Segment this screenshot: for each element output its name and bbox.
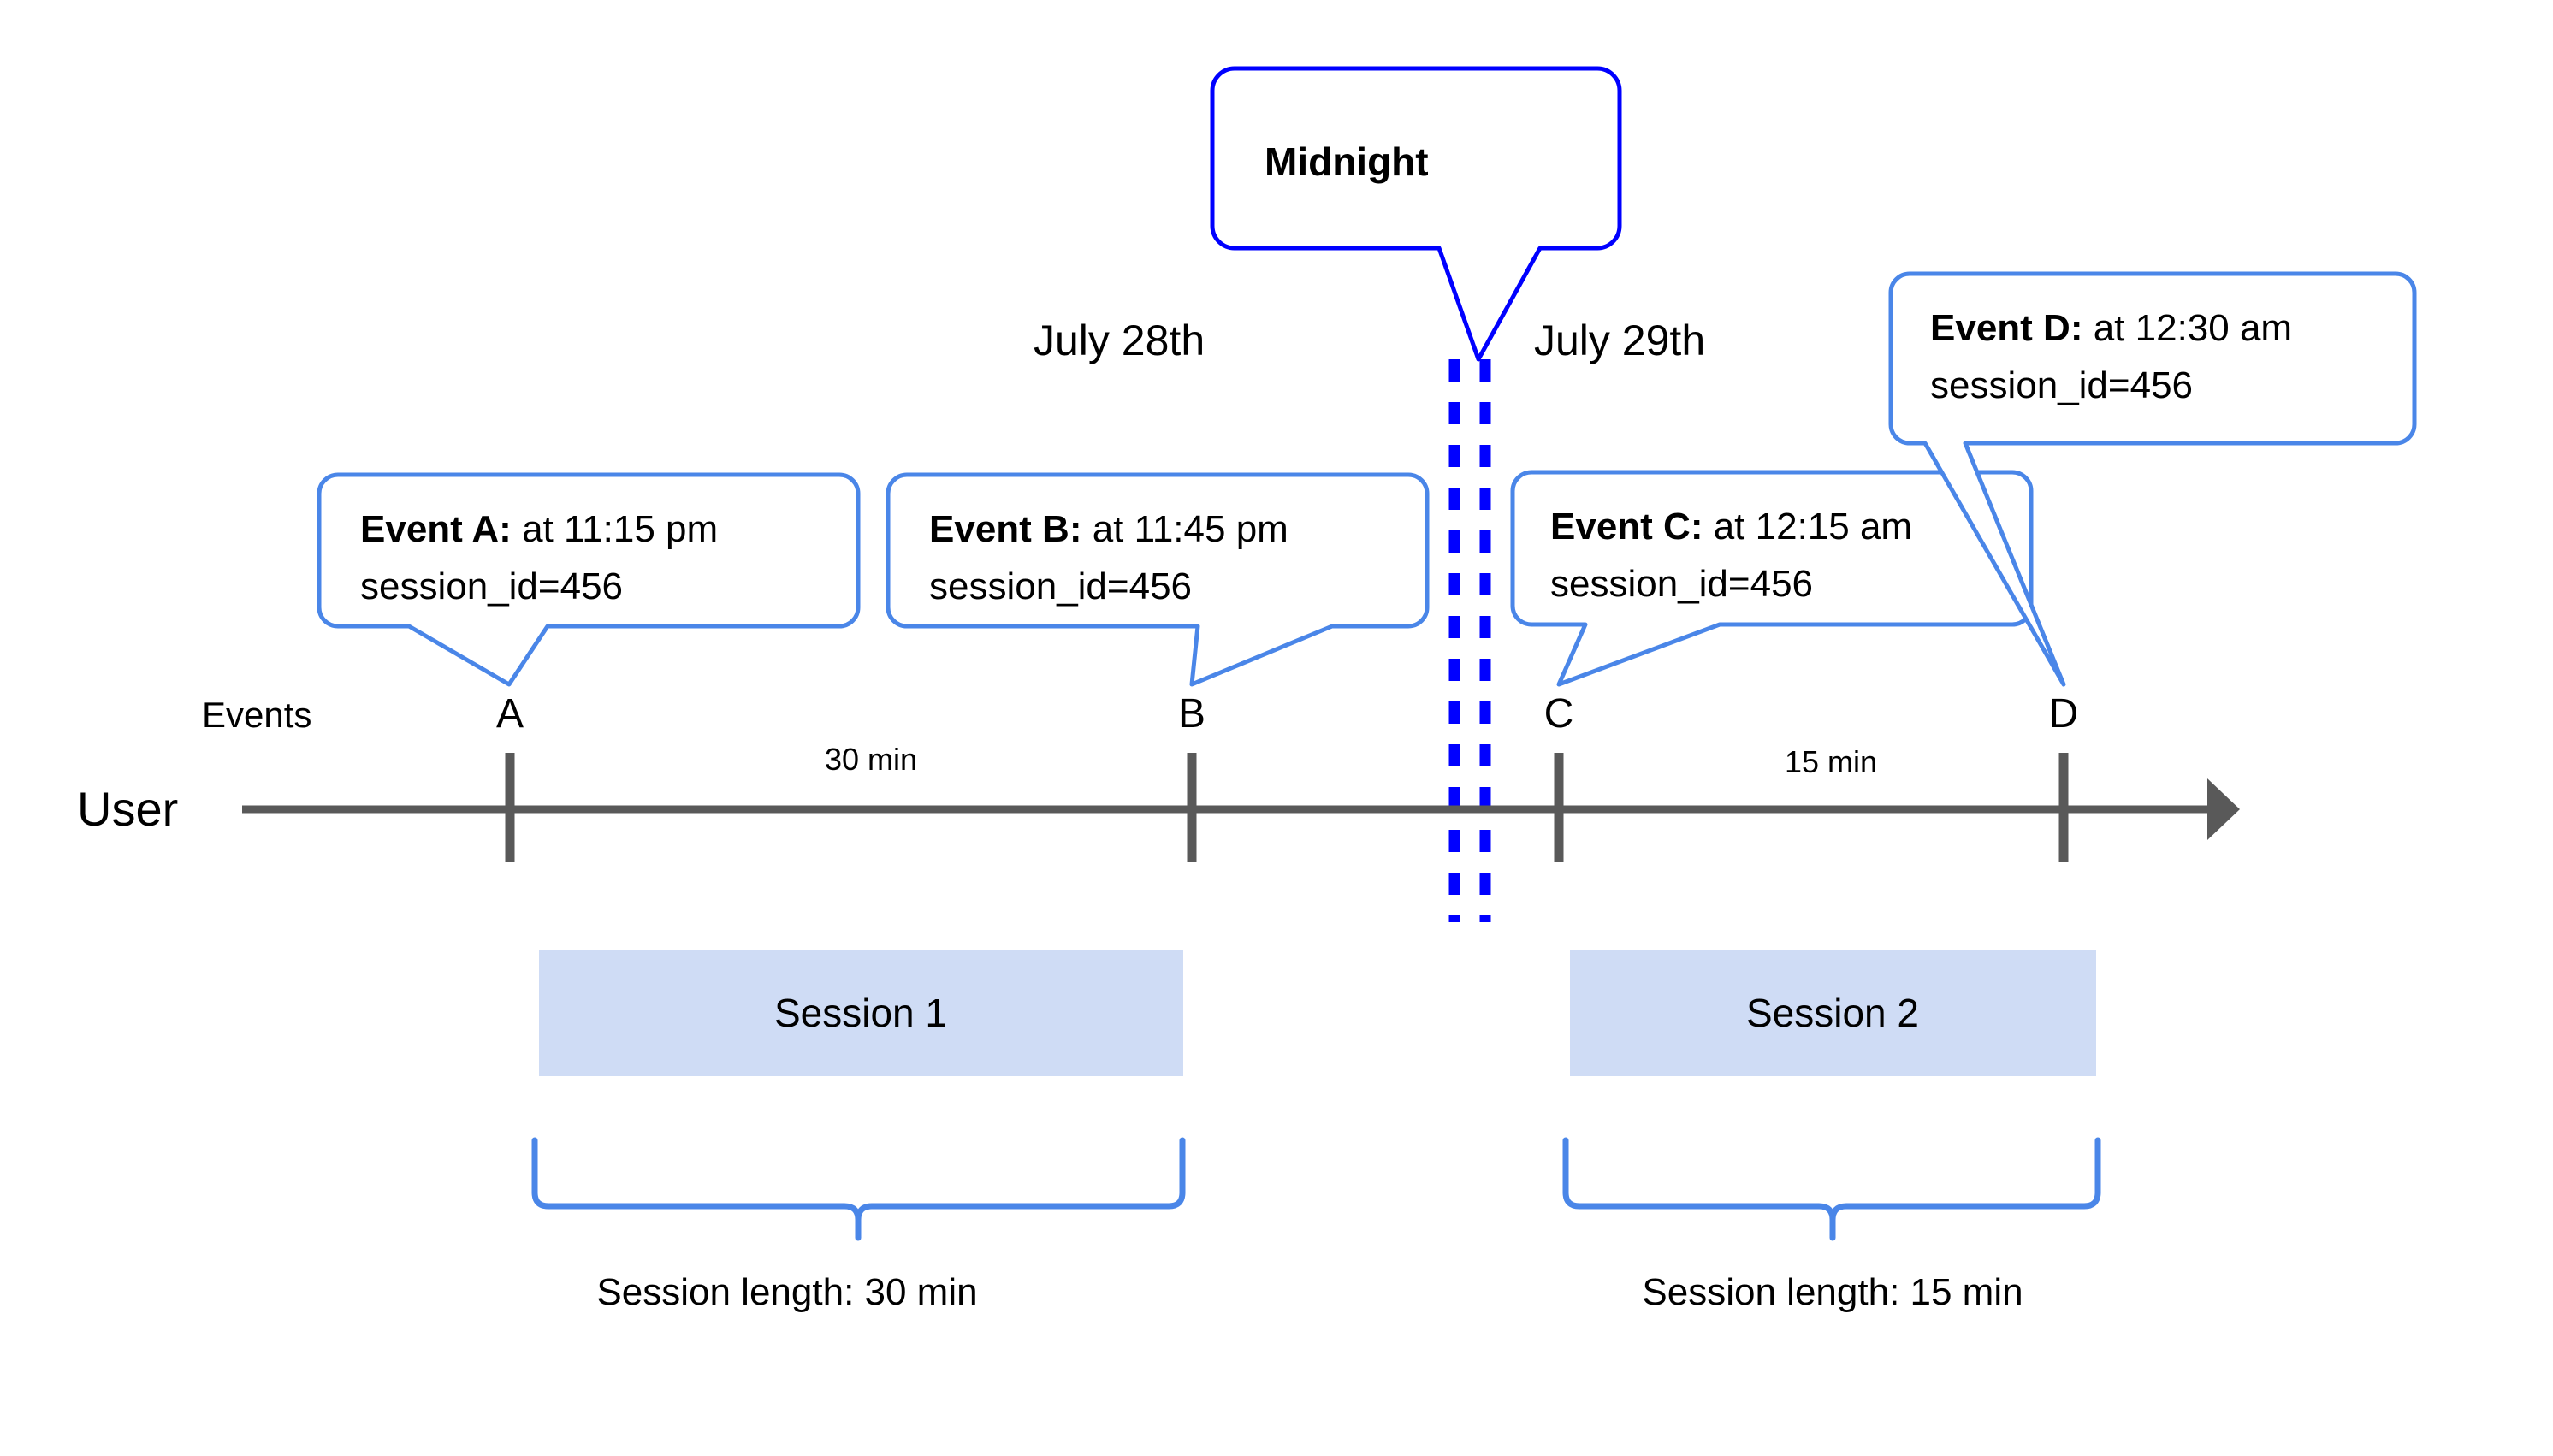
- tick-label-c: C: [1544, 691, 1574, 737]
- date-label-july-29: July 29th: [1534, 317, 1705, 364]
- event-d-title: Event D:: [1930, 307, 2082, 349]
- row-label-events: Events: [202, 695, 311, 735]
- event-a-callout-line2: session_id=456: [360, 565, 623, 607]
- session-2-length-label: Session length: 15 min: [1642, 1271, 2023, 1313]
- event-d-callout-line1: Event D: at 12:30 am: [1930, 307, 2292, 349]
- event-a-callout-shape: [317, 472, 861, 687]
- event-d-callout-shape: [1888, 271, 2417, 687]
- tick-label-b: B: [1178, 691, 1205, 737]
- session-1-length-label: Session length: 30 min: [596, 1271, 977, 1313]
- tick-label-d: D: [2049, 691, 2079, 737]
- tick-label-a: A: [496, 691, 524, 737]
- event-c-title: Event C:: [1550, 506, 1703, 547]
- session-1-box: [539, 950, 1183, 1076]
- session-1-brace: [531, 1137, 1186, 1241]
- session-1-label: Session 1: [774, 991, 947, 1035]
- event-b-title: Event B:: [929, 508, 1081, 550]
- duration-label-30min: 30 min: [825, 742, 917, 777]
- event-b-detail: at 11:45 pm: [1081, 508, 1288, 550]
- timeline-arrowhead: [2207, 778, 2240, 840]
- event-d-callout-line2: session_id=456: [1930, 364, 2193, 406]
- session-2-box: [1570, 950, 2096, 1076]
- event-b-callout-line1: Event B: at 11:45 pm: [929, 508, 1288, 550]
- event-a-title: Event A:: [360, 508, 512, 550]
- duration-label-15min: 15 min: [1785, 744, 1877, 779]
- session-2-brace: [1562, 1137, 2101, 1241]
- session-2-label: Session 2: [1746, 991, 1919, 1035]
- row-label-user: User: [77, 782, 178, 836]
- date-label-july-28: July 28th: [1034, 317, 1205, 364]
- event-a-detail: at 11:15 pm: [512, 508, 718, 550]
- midnight-dashed-lines: [1448, 359, 1491, 922]
- midnight-label: Midnight: [1265, 139, 1429, 184]
- event-c-callout-line2: session_id=456: [1550, 563, 1813, 605]
- event-b-callout-line2: session_id=456: [929, 565, 1192, 607]
- event-c-detail: at 12:15 am: [1703, 506, 1912, 547]
- timeline-axis: [242, 778, 2240, 840]
- event-a-callout-line1: Event A: at 11:15 pm: [360, 508, 718, 550]
- event-c-callout-line1: Event C: at 12:15 am: [1550, 506, 1912, 547]
- event-d-detail: at 12:30 am: [2082, 307, 2292, 349]
- timeline-ticks: [505, 753, 2069, 862]
- event-c-callout-shape: [1510, 470, 2034, 687]
- midnight-callout-shape: [1210, 66, 1622, 362]
- event-b-callout-shape: [886, 472, 1430, 687]
